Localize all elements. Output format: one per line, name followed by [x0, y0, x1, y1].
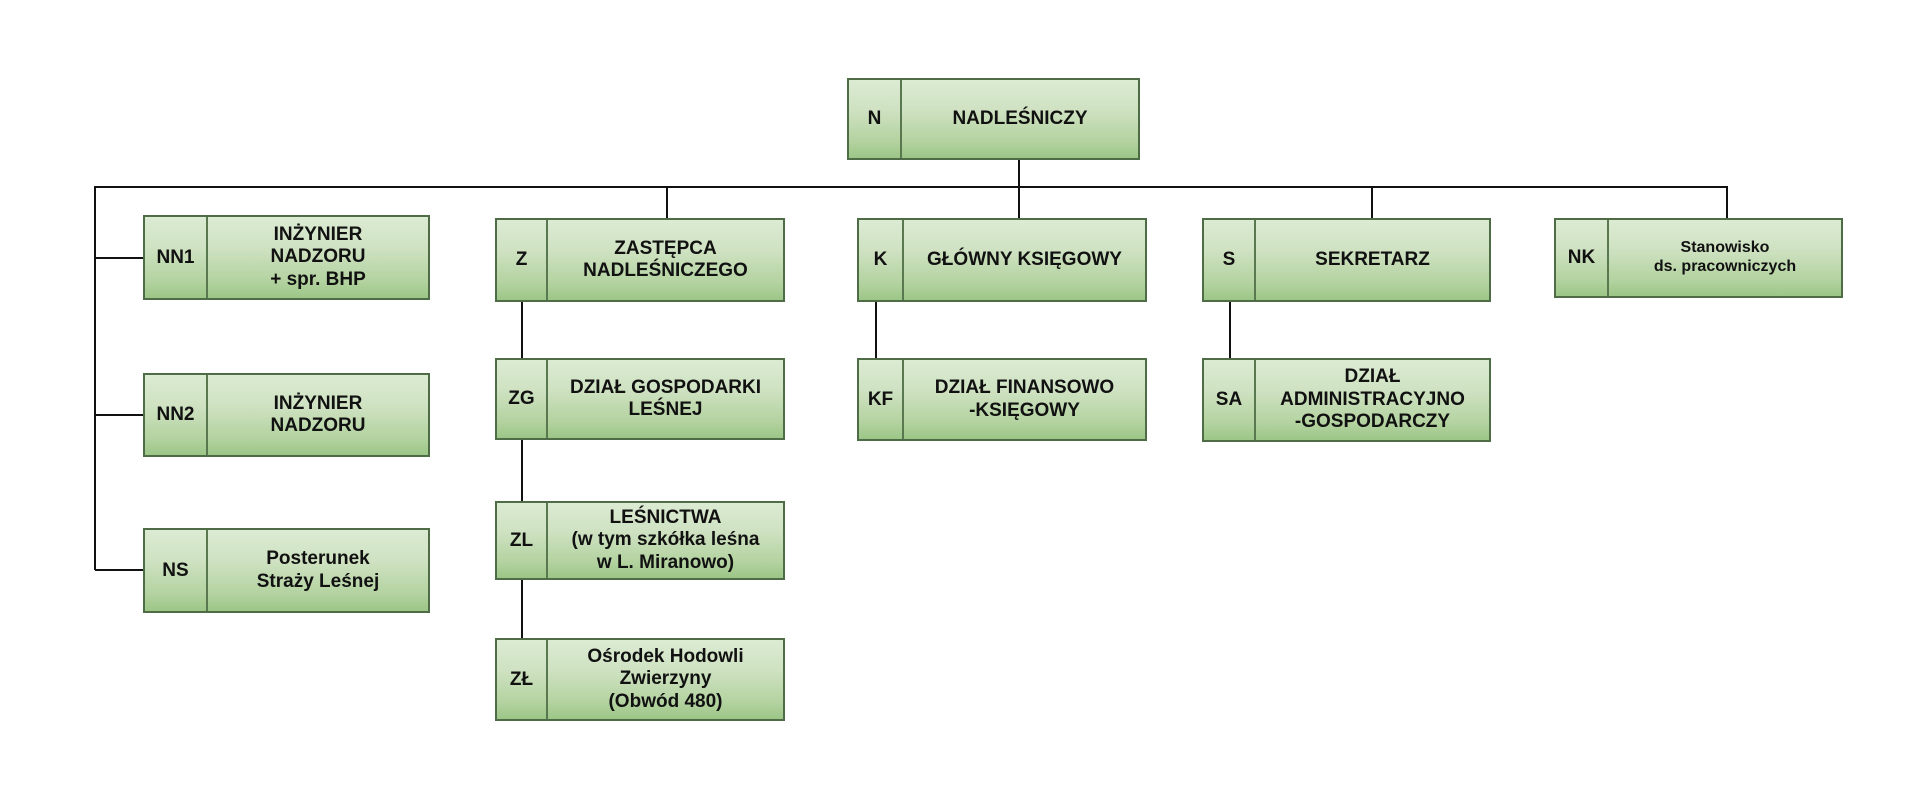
node-code: K [859, 220, 904, 300]
node-label: INŻYNIER NADZORU + spr. BHP [270, 223, 366, 290]
org-node-dzial-finansowo-ksiegowy: KF DZIAŁ FINANSOWO -KSIĘGOWY [857, 358, 1147, 441]
org-node-dzial-administracyjno-gospodarczy: SA DZIAŁ ADMINISTRACYJNO -GOSPODARCZY [1202, 358, 1491, 442]
node-label: SEKRETARZ [1315, 248, 1430, 270]
node-code: Z [497, 220, 548, 300]
node-code: S [1204, 220, 1256, 300]
node-label: Stanowisko ds. pracowniczych [1653, 239, 1797, 275]
node-label: ZASTĘPCA NADLEŚNICZEGO [583, 237, 748, 281]
node-label: Ośrodek Hodowli Zwierzyny (Obwód 480) [587, 645, 744, 712]
org-node-osrodek-hodowli-zwierzyny: ZŁ Ośrodek Hodowli Zwierzyny (Obwód 480) [495, 638, 785, 721]
node-label: INŻYNIER NADZORU [270, 392, 366, 436]
node-code: NN2 [145, 375, 208, 455]
org-node-inzynier-nadzoru: NN2 INŻYNIER NADZORU [143, 373, 430, 457]
org-node-posterunek-strazy-lesnej: NS Posterunek Straży Leśnej [143, 528, 430, 613]
node-label: LEŚNICTWA (w tym szkółka leśna w L. Mira… [571, 506, 760, 573]
org-node-nadlesniczy: N NADLEŚNICZY [847, 78, 1140, 160]
node-code: ZG [497, 360, 548, 438]
org-node-stanowisko-ds-pracowniczych: NK Stanowisko ds. pracowniczych [1554, 218, 1843, 298]
org-node-dzial-gospodarki-lesnej: ZG DZIAŁ GOSPODARKI LEŚNEJ [495, 358, 785, 440]
org-node-sekretarz: S SEKRETARZ [1202, 218, 1491, 302]
node-code: ZL [497, 503, 548, 578]
node-code: NK [1556, 220, 1609, 296]
node-label: DZIAŁ FINANSOWO -KSIĘGOWY [934, 377, 1115, 421]
node-label: Posterunek Straży Leśnej [256, 548, 380, 592]
node-label: NADLEŚNICZY [952, 107, 1088, 129]
node-code: ZŁ [497, 640, 548, 719]
node-label: DZIAŁ GOSPODARKI LEŚNEJ [569, 376, 762, 420]
node-code: KF [859, 360, 904, 439]
node-code: N [849, 80, 902, 158]
node-code: NS [145, 530, 208, 611]
org-node-lesnictwa: ZL LEŚNICTWA (w tym szkółka leśna w L. M… [495, 501, 785, 580]
node-code: SA [1204, 360, 1256, 440]
org-node-glowny-ksiegowy: K GŁÓWNY KSIĘGOWY [857, 218, 1147, 302]
node-label: GŁÓWNY KSIĘGOWY [927, 248, 1122, 270]
node-label: DZIAŁ ADMINISTRACYJNO -GOSPODARCZY [1280, 366, 1465, 433]
node-code: NN1 [145, 217, 208, 298]
org-node-inzynier-nadzoru-bhp: NN1 INŻYNIER NADZORU + spr. BHP [143, 215, 430, 300]
org-node-zastepca-nadlesniczego: Z ZASTĘPCA NADLEŚNICZEGO [495, 218, 785, 302]
